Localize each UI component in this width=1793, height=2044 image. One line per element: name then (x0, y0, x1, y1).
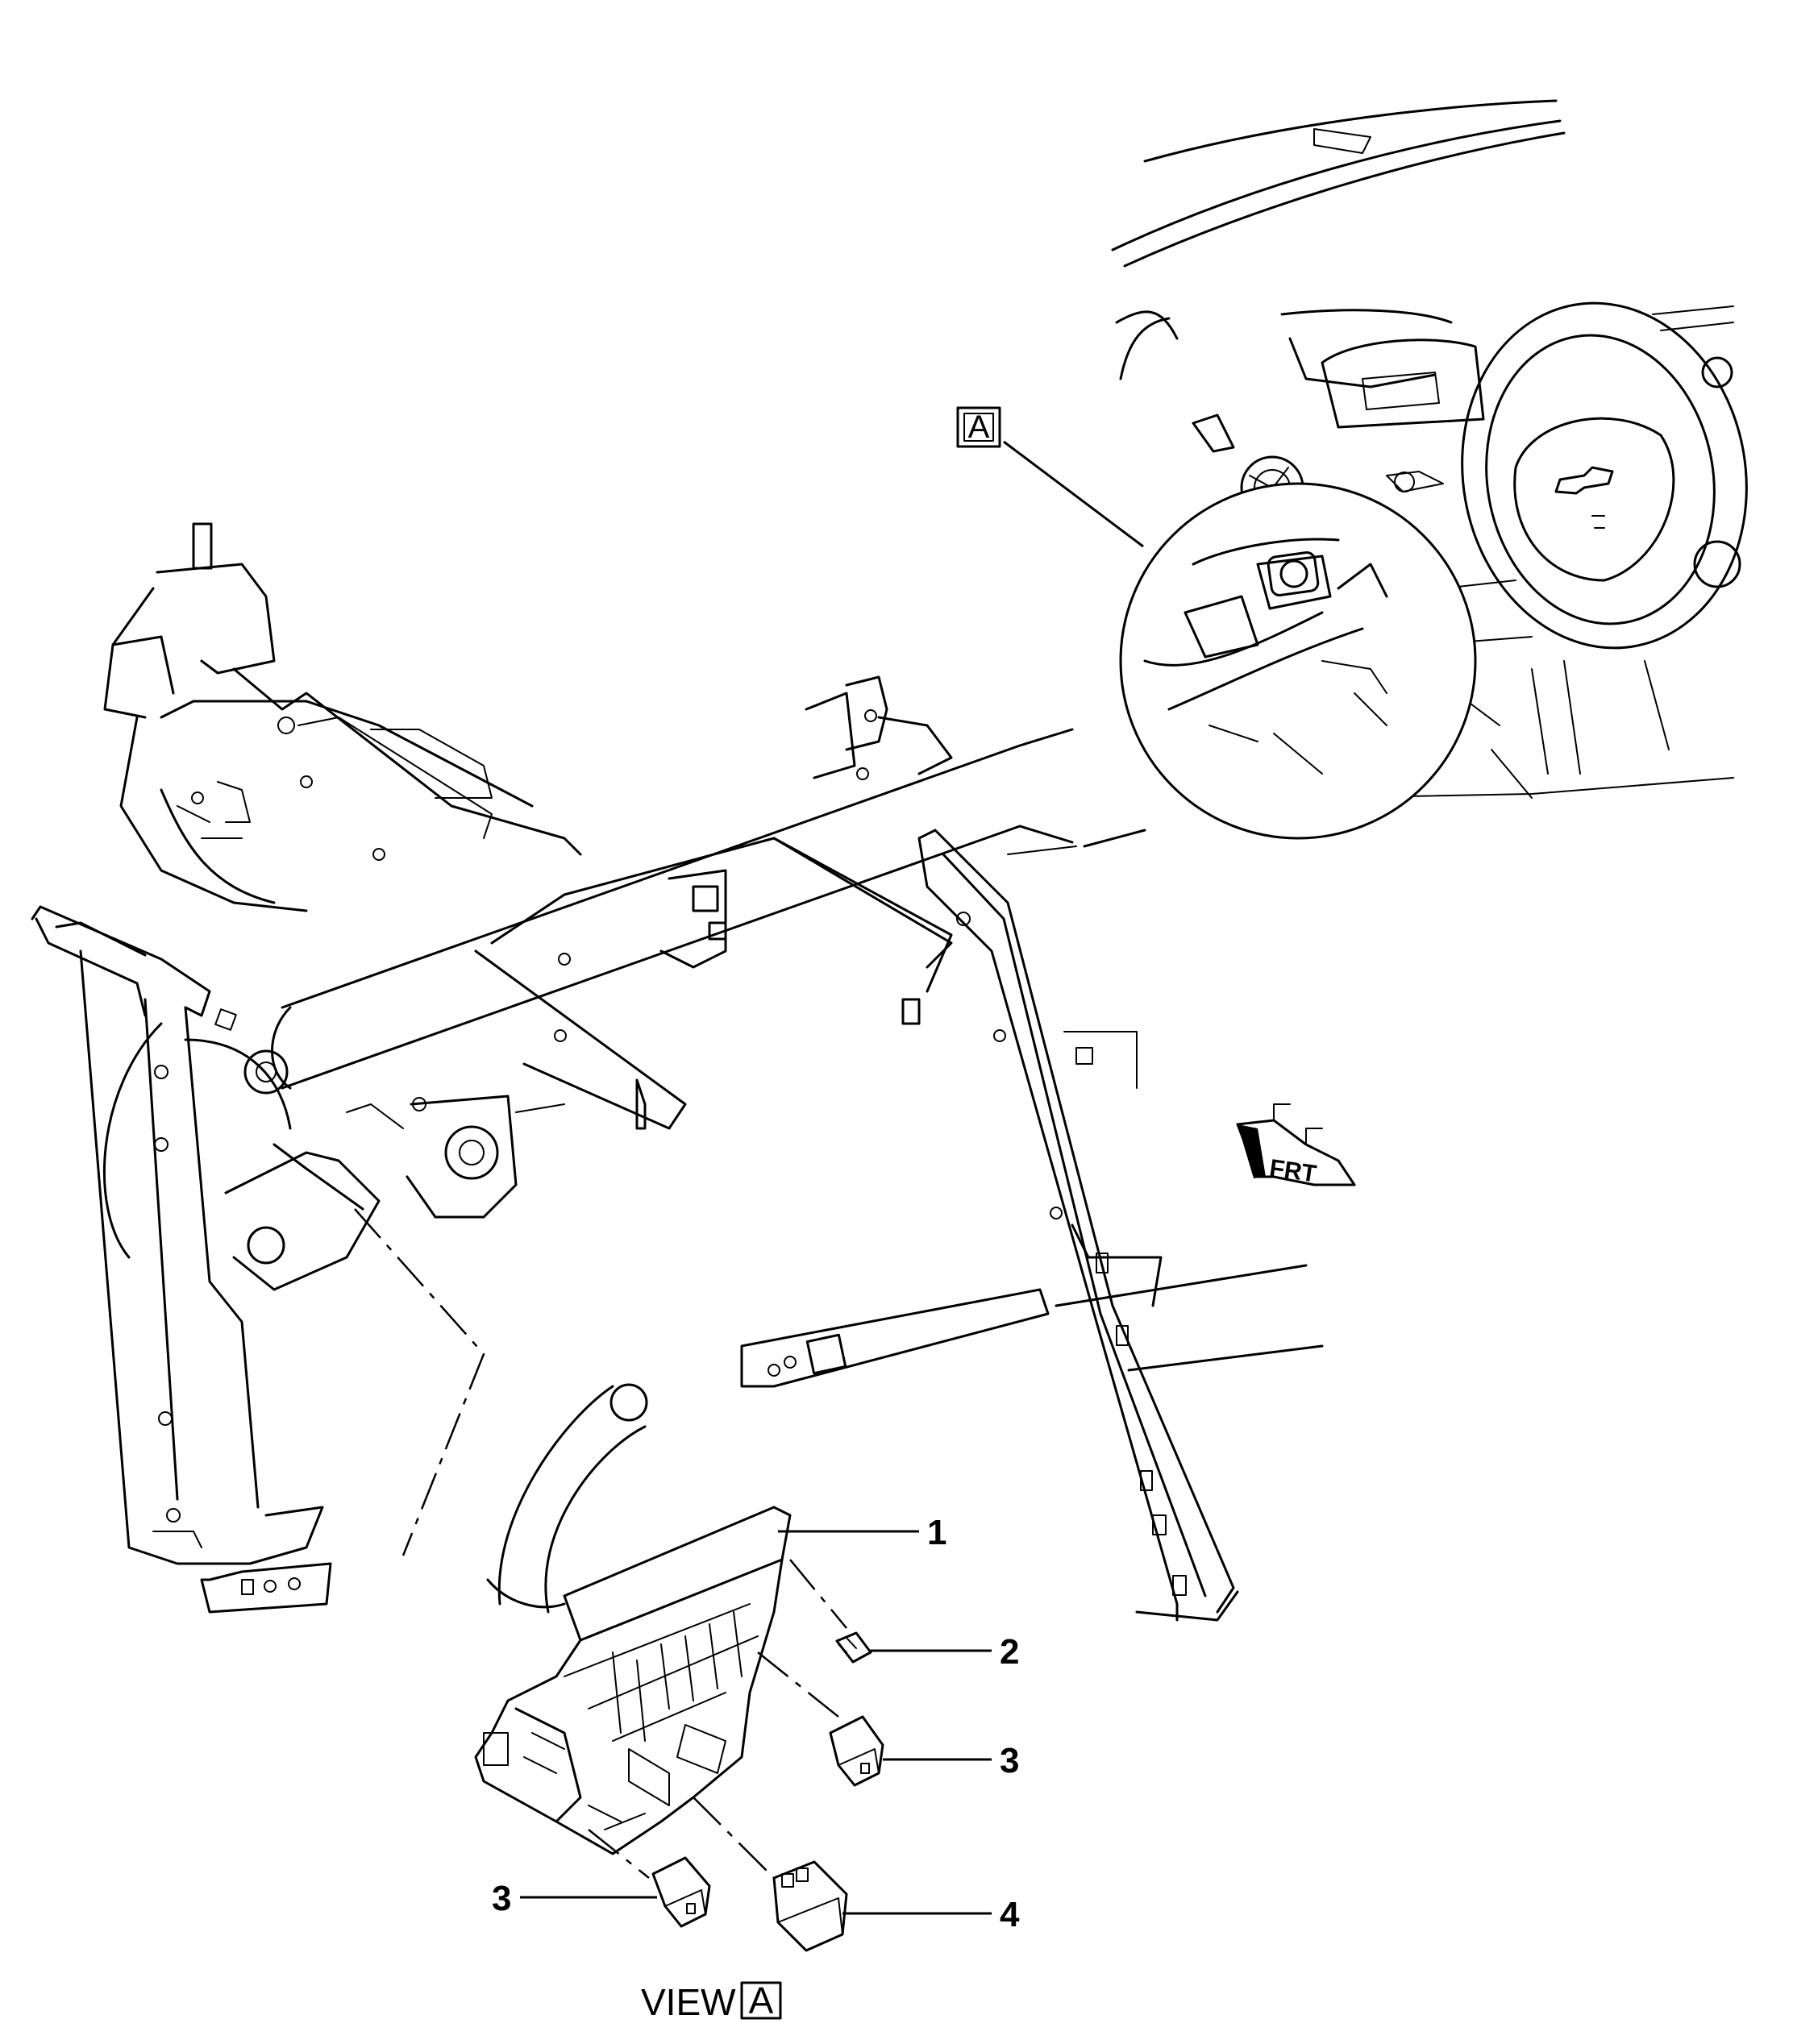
callout-3-right: 3 (1000, 1741, 1019, 1780)
callout-1: 1 (927, 1513, 946, 1552)
view-caption-prefix: VIEW (641, 1981, 736, 2023)
callouts: 1 2 3 3 4 (492, 1513, 1020, 1934)
view-caption: VIEW A (641, 1980, 782, 2023)
relay-large (772, 1860, 848, 1952)
front-indicator: FRT (1236, 1103, 1356, 1188)
assembly-line (354, 1208, 485, 1556)
assembly-line-3b (588, 1829, 650, 1879)
assembly-line-3 (757, 1651, 839, 1718)
assembly-line-4 (693, 1797, 775, 1879)
dashboard-inset (1111, 99, 1748, 807)
view-marker: A (956, 406, 1144, 548)
relay-left (651, 1856, 711, 1928)
callout-3-left: 3 (492, 1879, 511, 1918)
frt-label: FRT (1268, 1155, 1318, 1188)
relay-right (829, 1715, 884, 1787)
callout-2: 2 (1000, 1632, 1019, 1672)
view-caption-letter: A (749, 1980, 774, 2021)
view-marker-letter: A (968, 409, 990, 445)
mini-fuse (835, 1631, 872, 1664)
assembly-line-2 (789, 1559, 847, 1629)
callout-4: 4 (1000, 1895, 1020, 1934)
cross-car-beam (31, 522, 1324, 1622)
magnifier-circle (1119, 482, 1477, 840)
fuse-block (474, 1383, 792, 1855)
